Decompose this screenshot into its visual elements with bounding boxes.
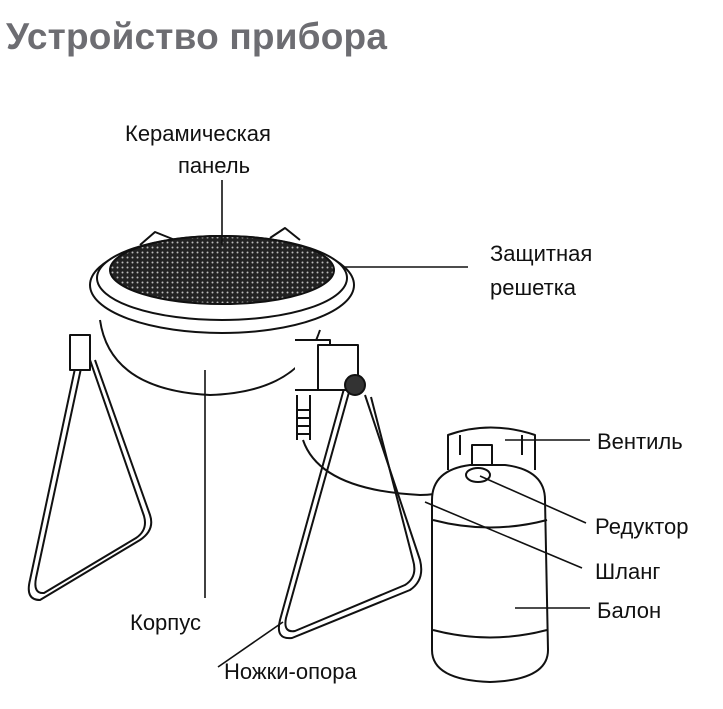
label-cylinder: Балон [597,598,662,623]
ceramic-panel [109,235,335,305]
label-valve: Вентиль [597,429,683,454]
label-legs: Ножки-опора [224,659,357,684]
label-grid-line2: решетка [490,275,577,300]
gas-cylinder [431,426,549,683]
label-hose: Шланг [595,559,661,584]
page-title: Устройство прибора [6,16,388,57]
leader-lines [204,180,590,668]
label-reducer: Редуктор [595,514,689,539]
label-grid-line1: Защитная [490,241,593,266]
label-body: Корпус [130,610,201,635]
label-panel-line1: Керамическая [125,121,271,146]
label-panel-line2: панель [178,153,251,178]
legs [27,344,423,640]
